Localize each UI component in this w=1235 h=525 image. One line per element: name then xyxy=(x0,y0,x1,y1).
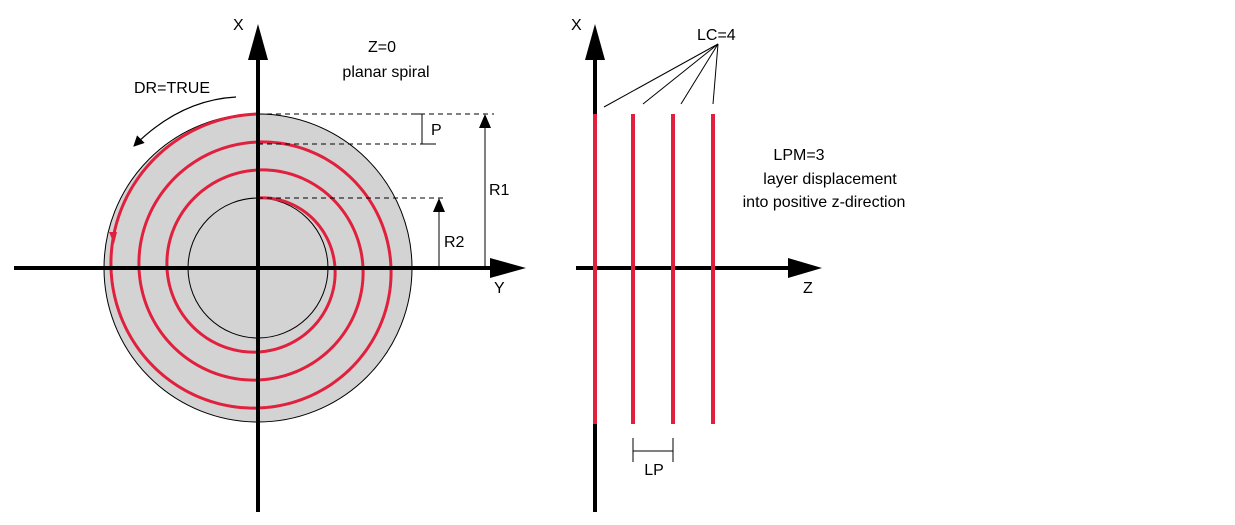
right-view: X Z LC=4 LPM=3 layer displacement into p… xyxy=(571,17,905,512)
y-axis-label: Y xyxy=(494,280,505,297)
layer-count-leader-4 xyxy=(712,43,719,105)
x-axis-label-right: X xyxy=(571,17,582,34)
y-axis-arrowhead xyxy=(490,258,526,278)
layer-count-label: LC=4 xyxy=(697,27,736,44)
r1-arrowhead xyxy=(479,114,491,128)
direction-label: DR=TRUE xyxy=(134,80,210,97)
layer-pitch-bracket xyxy=(632,438,674,462)
layer-count-leader-3 xyxy=(680,43,719,105)
pitch-label: P xyxy=(431,122,442,139)
layer-mode-label: LPM=3 xyxy=(773,147,824,164)
layer-count-leader-2 xyxy=(642,43,719,105)
pitch-bracket xyxy=(416,113,436,145)
x-axis-label: X xyxy=(233,17,244,34)
spiral-direction-arrowhead xyxy=(109,232,117,244)
left-view: X Y Z=0 planar spiral DR=TRUE P R1 R2 xyxy=(14,17,526,512)
r2-label: R2 xyxy=(444,234,465,251)
r2-arrowhead xyxy=(433,198,445,212)
layer-pitch-label: LP xyxy=(644,462,664,479)
x-axis-arrowhead xyxy=(248,24,268,60)
z-axis-label: Z xyxy=(803,280,813,297)
spiral-type-label: planar spiral xyxy=(342,64,429,81)
x-axis-arrowhead-right xyxy=(585,24,605,60)
r1-label: R1 xyxy=(489,182,510,199)
layer-count-leader-1 xyxy=(603,43,719,108)
direction-arc-arrow xyxy=(133,96,237,147)
layer-mode-description-2: into positive z-direction xyxy=(743,194,906,211)
plane-label: Z=0 xyxy=(368,39,396,56)
layer-mode-description-1: layer displacement xyxy=(763,171,897,188)
z-axis-arrowhead xyxy=(788,258,822,278)
